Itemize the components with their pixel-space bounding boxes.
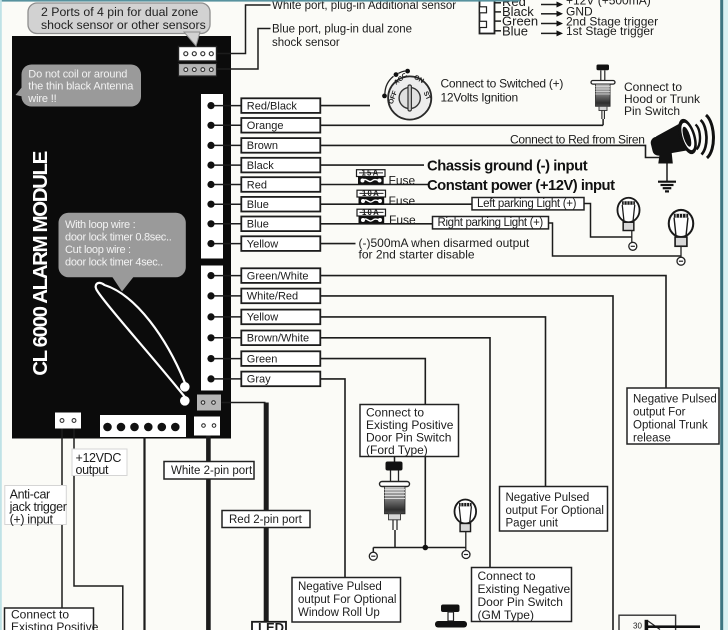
svg-text:Constant power (+12V) input: Constant power (+12V) input	[427, 178, 615, 194]
svg-text:Brown: Brown	[247, 140, 278, 152]
svg-text:(-)500mA when disarmed output: (-)500mA when disarmed output	[359, 236, 530, 250]
svg-text:Existing Negative: Existing Negative	[478, 582, 571, 596]
svg-text:Door Pin Switch: Door Pin Switch	[478, 595, 563, 609]
svg-text:Blue: Blue	[502, 23, 528, 38]
svg-text:output For: output For	[633, 407, 686, 419]
svg-text:ON: ON	[413, 74, 425, 85]
svg-text:(GM Type): (GM Type)	[478, 608, 534, 622]
svg-text:wire !!: wire !!	[27, 93, 56, 105]
svg-text:Red: Red	[247, 179, 267, 191]
svg-text:Window Roll Up: Window Roll Up	[298, 607, 380, 619]
svg-text:Connect to: Connect to	[11, 608, 69, 622]
svg-text:the thin black Antenna: the thin black Antenna	[28, 81, 134, 93]
svg-text:White port, plug-in Additional: White port, plug-in Additional sensor	[272, 0, 456, 12]
svg-text:jack trigger: jack trigger	[9, 500, 67, 514]
svg-text:1st Stage trigger: 1st Stage trigger	[566, 24, 654, 38]
svg-text:Hood or Trunk: Hood or Trunk	[624, 92, 701, 106]
svg-text:Fuse: Fuse	[389, 194, 416, 208]
svg-text:shock sensor or other sensors: shock sensor or other sensors	[41, 18, 206, 32]
svg-text:Yellow: Yellow	[247, 312, 278, 324]
svg-text:ST: ST	[422, 90, 432, 102]
svg-text:OFF: OFF	[388, 90, 399, 105]
svg-text:Gray: Gray	[247, 374, 271, 386]
svg-text:(+) input: (+) input	[10, 513, 54, 527]
svg-text:Red 2-pin port: Red 2-pin port	[229, 514, 303, 526]
svg-text:Do not coil or around: Do not coil or around	[28, 69, 127, 81]
svg-text:Negative Pulsed: Negative Pulsed	[506, 492, 590, 504]
svg-text:Green: Green	[247, 353, 278, 365]
svg-text:Black: Black	[247, 160, 274, 172]
svg-text:shock sensor: shock sensor	[272, 37, 340, 49]
svg-text:White 2-pin port: White 2-pin port	[171, 465, 253, 477]
svg-text:Green/White: Green/White	[247, 270, 309, 282]
svg-text:With loop wire :: With loop wire :	[65, 219, 136, 231]
svg-text:for 2nd starter disable: for 2nd starter disable	[359, 248, 475, 262]
svg-text:Fuse: Fuse	[389, 213, 416, 227]
svg-text:release: release	[633, 433, 671, 445]
svg-text:Cut loop wire :: Cut loop wire :	[65, 244, 131, 256]
svg-text:2 Ports of 4 pin for dual zone: 2 Ports of 4 pin for dual zone	[41, 5, 198, 19]
svg-text:Negative Pulsed: Negative Pulsed	[633, 394, 717, 406]
svg-text:Door Pin Switch: Door Pin Switch	[366, 431, 451, 445]
svg-text:door lock timer 4sec..: door lock timer 4sec..	[65, 256, 163, 268]
svg-text:Blue: Blue	[247, 219, 269, 231]
svg-text:Connect to Red from Siren: Connect to Red from Siren	[510, 133, 645, 147]
svg-text:Brown/White: Brown/White	[247, 333, 309, 345]
svg-text:output: output	[76, 463, 110, 477]
svg-text:door lock timer 0.8sec..: door lock timer 0.8sec..	[65, 231, 172, 243]
svg-text:Chassis ground (-) input: Chassis ground (-) input	[427, 158, 588, 174]
svg-text:GND: GND	[566, 5, 593, 19]
svg-text:Green: Green	[502, 14, 538, 29]
svg-text:Yellow: Yellow	[247, 238, 278, 250]
svg-text:Black: Black	[502, 4, 534, 19]
svg-text:+12V (+500mA): +12V (+500mA)	[566, 0, 651, 8]
svg-text:Existing Positive: Existing Positive	[366, 418, 454, 432]
svg-text:Fuse: Fuse	[389, 174, 416, 188]
svg-text:Existing Positive: Existing Positive	[11, 620, 99, 630]
svg-text:Connect to: Connect to	[366, 406, 424, 420]
svg-text:(Ford Type): (Ford Type)	[366, 443, 428, 457]
svg-text:Right parking Light (+): Right parking Light (+)	[438, 217, 544, 229]
svg-text:Red/Black: Red/Black	[247, 100, 298, 112]
svg-text:Connect to Switched (+): Connect to Switched (+)	[441, 77, 564, 91]
svg-text:Left parking Light (+): Left parking Light (+)	[477, 198, 577, 210]
svg-text:Anti-car: Anti-car	[10, 487, 50, 501]
svg-text:Pager unit: Pager unit	[506, 518, 559, 530]
svg-text:output For Optional: output For Optional	[298, 594, 396, 606]
svg-text:30: 30	[633, 622, 642, 630]
svg-text:Negative Pulsed: Negative Pulsed	[298, 581, 382, 593]
svg-text:Blue: Blue	[247, 199, 269, 211]
svg-text:12Volts Ignition: 12Volts Ignition	[441, 91, 518, 105]
svg-text:output For Optional: output For Optional	[506, 505, 604, 517]
svg-text:Blue port, plug-in dual zone: Blue port, plug-in dual zone	[272, 24, 412, 36]
svg-text:2nd Stage trigger: 2nd Stage trigger	[566, 14, 658, 28]
svg-text:CL 6000 ALARM MODULE: CL 6000 ALARM MODULE	[29, 151, 52, 375]
svg-text:Pin Switch: Pin Switch	[624, 104, 680, 118]
svg-text:LED: LED	[258, 620, 284, 630]
svg-text:Connect to: Connect to	[478, 569, 536, 583]
svg-text:White/Red: White/Red	[247, 291, 298, 303]
svg-text:+12VDC: +12VDC	[76, 451, 122, 465]
svg-text:Orange: Orange	[247, 120, 284, 132]
svg-text:Red: Red	[502, 0, 526, 9]
svg-text:Connect to: Connect to	[624, 80, 682, 94]
svg-text:Optional Trunk: Optional Trunk	[633, 420, 708, 432]
